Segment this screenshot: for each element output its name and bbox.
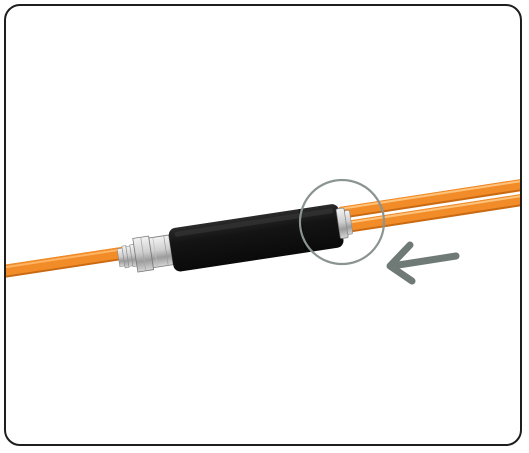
- right-cable-upper: [339, 177, 520, 219]
- sleeve-end-ring: [335, 207, 353, 239]
- left-cable: [6, 246, 126, 279]
- right-cable-lower: [339, 192, 520, 234]
- highlight-circle: [298, 178, 386, 266]
- black-sleeve: [168, 204, 344, 272]
- metal-connector: [116, 234, 174, 273]
- arrow-left-icon: [386, 241, 460, 285]
